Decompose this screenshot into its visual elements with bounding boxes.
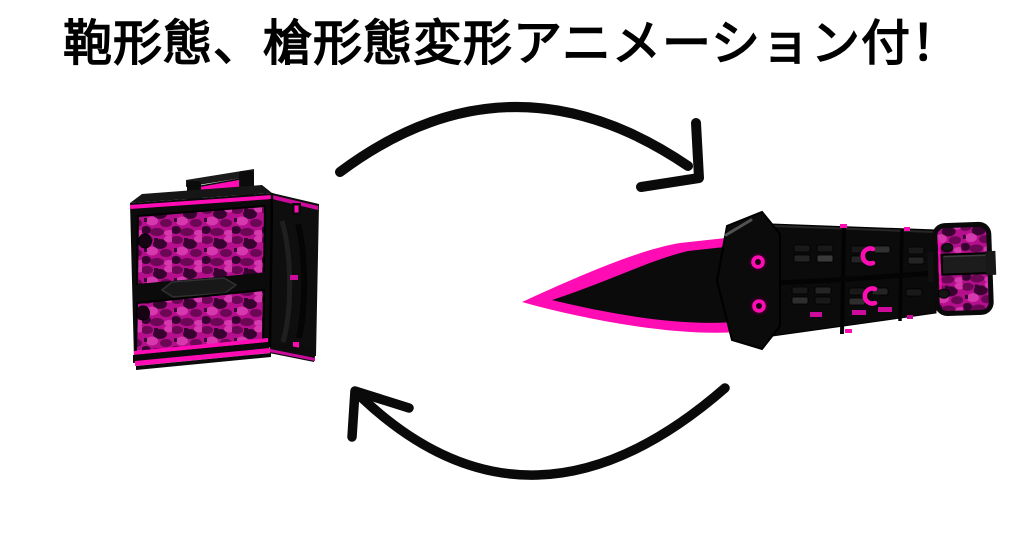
spear-shaft — [771, 223, 937, 337]
spear-guard — [715, 210, 781, 351]
bag-side-face — [269, 193, 319, 362]
spear-form-render — [522, 210, 997, 351]
guard-ring-bottom — [749, 296, 769, 316]
transform-arrow-bottom-icon — [347, 383, 730, 480]
spear-pommel — [927, 221, 997, 317]
shaft-c-ring-bottom — [862, 286, 878, 306]
bag-front-face — [130, 192, 274, 370]
bag-side-latch — [294, 205, 299, 213]
guard-ring-top — [748, 252, 768, 272]
bag-knob-upper — [138, 233, 152, 249]
page-title: 鞄形態、槍形態変形アニメーション付！ — [62, 17, 962, 71]
bag-upper-panel — [135, 204, 267, 287]
bag-form-render — [130, 169, 319, 370]
bag-lid — [130, 185, 272, 203]
bag-divider-handle — [160, 277, 238, 298]
transform-arrow-top-icon — [335, 101, 704, 192]
shaft-c-ring-top — [860, 246, 876, 266]
spear-blade — [522, 236, 748, 333]
bag-knob-lower — [136, 305, 150, 321]
